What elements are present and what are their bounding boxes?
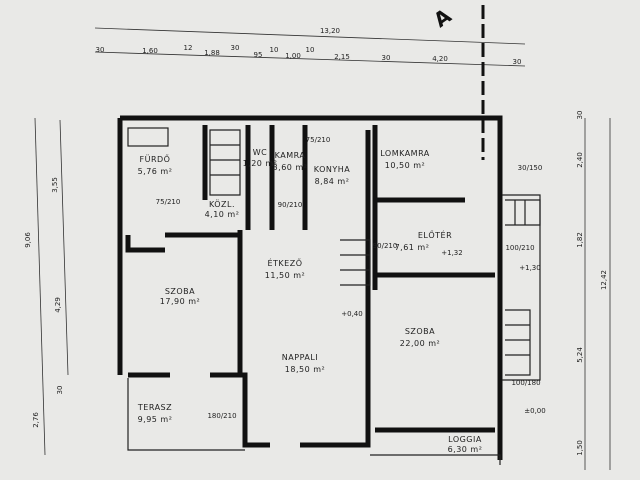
bathtub xyxy=(127,127,169,147)
svg-text:13,20: 13,20 xyxy=(320,27,340,35)
room-name: SZOBA xyxy=(405,327,435,336)
room-labels: FÜRDŐ 5,76 m² KÖZL.4,10 m² WC 1,20 m² KAMR… xyxy=(137,148,483,454)
room-area: 22,00 m² xyxy=(400,339,440,348)
terrace-outline xyxy=(127,194,541,465)
svg-text:2,15: 2,15 xyxy=(334,53,350,61)
room-name: ELŐTÉR xyxy=(418,229,452,240)
level-labels: +0,40 +1,32 +1,30 ±0,00 xyxy=(341,249,545,415)
room-name: SZOBA xyxy=(165,287,195,296)
room-area: 1,20 m² xyxy=(243,159,278,168)
stairs xyxy=(209,129,541,376)
room-name: WC xyxy=(253,148,268,157)
svg-text:30: 30 xyxy=(231,44,240,52)
svg-text:90/210: 90/210 xyxy=(373,242,398,250)
svg-text:1,60: 1,60 xyxy=(142,47,158,55)
section-marker: A xyxy=(429,3,456,32)
svg-text:75/210: 75/210 xyxy=(306,136,331,144)
svg-text:30: 30 xyxy=(96,46,105,54)
svg-text:2,40: 2,40 xyxy=(576,152,584,168)
opening-labels: 75/210 75/210 100/210 180/210 90/210 30/… xyxy=(156,136,543,420)
room-area: 10,50 m² xyxy=(385,161,425,170)
svg-text:1,82: 1,82 xyxy=(576,232,584,248)
svg-text:4,29: 4,29 xyxy=(54,297,62,313)
room-name: ÉTKEZŐ xyxy=(267,257,302,268)
dimension-lines xyxy=(34,27,611,470)
room-name: LOMKAMRA xyxy=(380,149,430,158)
svg-text:2,76: 2,76 xyxy=(32,412,40,428)
room-area: 17,90 m² xyxy=(160,297,200,306)
room-area: 11,50 m² xyxy=(265,271,305,280)
room-area: 5,76 m² xyxy=(138,167,173,176)
walls xyxy=(117,115,503,460)
room-area: 6,30 m² xyxy=(448,445,483,454)
room-area: 8,84 m² xyxy=(315,177,350,186)
svg-text:30: 30 xyxy=(576,111,584,120)
room-area: 9,95 m² xyxy=(138,415,173,424)
svg-text:10: 10 xyxy=(270,46,279,54)
svg-text:±0,00: ±0,00 xyxy=(524,407,545,415)
svg-text:10: 10 xyxy=(306,46,315,54)
svg-text:100/180: 100/180 xyxy=(511,379,540,387)
room-area: 4,10 m² xyxy=(205,210,240,219)
room-name: KONYHA xyxy=(314,165,350,174)
svg-text:4,20: 4,20 xyxy=(432,55,448,63)
svg-text:3,55: 3,55 xyxy=(51,177,59,193)
svg-text:5,24: 5,24 xyxy=(576,347,584,363)
room-name: KÖZL. xyxy=(209,199,235,209)
room-area: 7,61 m² xyxy=(395,243,430,252)
svg-text:1,88: 1,88 xyxy=(204,49,220,57)
svg-text:12: 12 xyxy=(184,44,193,52)
svg-text:30/150: 30/150 xyxy=(518,164,543,172)
svg-text:9,06: 9,06 xyxy=(24,232,32,248)
room-name: TERASZ xyxy=(137,403,172,412)
svg-text:1,00: 1,00 xyxy=(285,52,301,60)
room-name: FÜRDŐ xyxy=(140,154,171,164)
svg-text:1,50: 1,50 xyxy=(576,440,584,456)
svg-text:30: 30 xyxy=(382,54,391,62)
room-name: KAMRA xyxy=(275,151,306,160)
svg-text:95: 95 xyxy=(254,51,263,59)
svg-text:12,42: 12,42 xyxy=(600,270,608,290)
svg-text:180/210: 180/210 xyxy=(207,412,236,420)
svg-text:90/210: 90/210 xyxy=(278,201,303,209)
svg-text:+1,30: +1,30 xyxy=(519,264,540,272)
svg-text:100/210: 100/210 xyxy=(505,244,534,252)
room-area: 18,50 m² xyxy=(285,365,325,374)
dimension-labels: 13,20 30 1,60 12 1,88 30 95 10 1,00 10 2… xyxy=(24,27,608,456)
svg-text:30: 30 xyxy=(513,58,522,66)
svg-text:30: 30 xyxy=(56,386,64,395)
room-name: LOGGIA xyxy=(448,435,482,444)
room-area: 3,60 m² xyxy=(273,163,308,172)
svg-text:75/210: 75/210 xyxy=(156,198,181,206)
svg-text:+1,32: +1,32 xyxy=(441,249,462,257)
svg-text:+0,40: +0,40 xyxy=(341,310,362,318)
room-name: NAPPALI xyxy=(282,353,318,362)
